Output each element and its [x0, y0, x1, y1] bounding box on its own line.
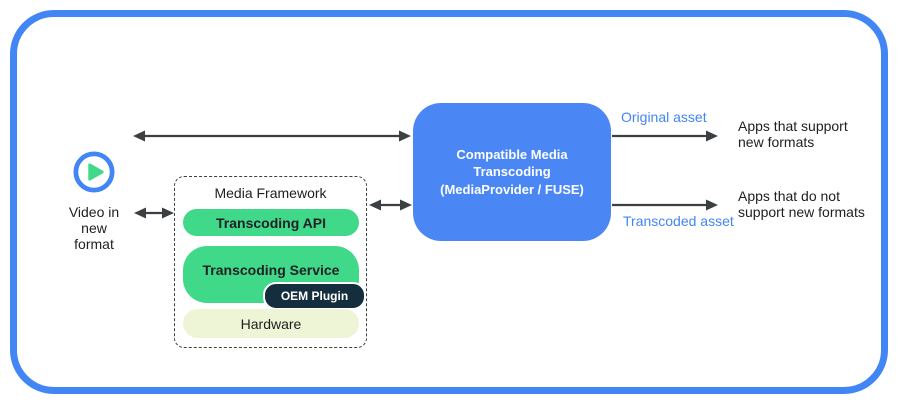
apps-no-support-new-formats-label: Apps that do not support new formats [738, 188, 865, 220]
transcoded-asset-edge-label: Transcoded asset [623, 213, 734, 229]
arrow-original-asset [612, 130, 718, 142]
original-asset-edge-label: Original asset [621, 109, 707, 125]
arrow-media-framework-to-transcoder [369, 199, 412, 211]
hardware-layer: Hardware [183, 309, 359, 338]
apps-support-new-formats-label: Apps that support new formats [738, 118, 848, 150]
arrow-source-to-transcoder [133, 130, 411, 142]
compatible-media-transcoding-box: Compatible Media Transcoding (MediaProvi… [413, 103, 611, 241]
outer-rounded-border [10, 10, 888, 394]
play-icon [73, 151, 115, 193]
transcoding-api-layer: Transcoding API [183, 209, 359, 236]
arrow-video-to-media-framework [134, 207, 174, 219]
arrow-transcoded-asset [612, 199, 718, 211]
media-framework-title: Media Framework [214, 185, 327, 201]
media-framework-box: Media Framework Transcoding API Transcod… [174, 176, 367, 348]
oem-plugin-badge: OEM Plugin [263, 282, 366, 310]
video-source-label: Video in new format [68, 204, 120, 252]
